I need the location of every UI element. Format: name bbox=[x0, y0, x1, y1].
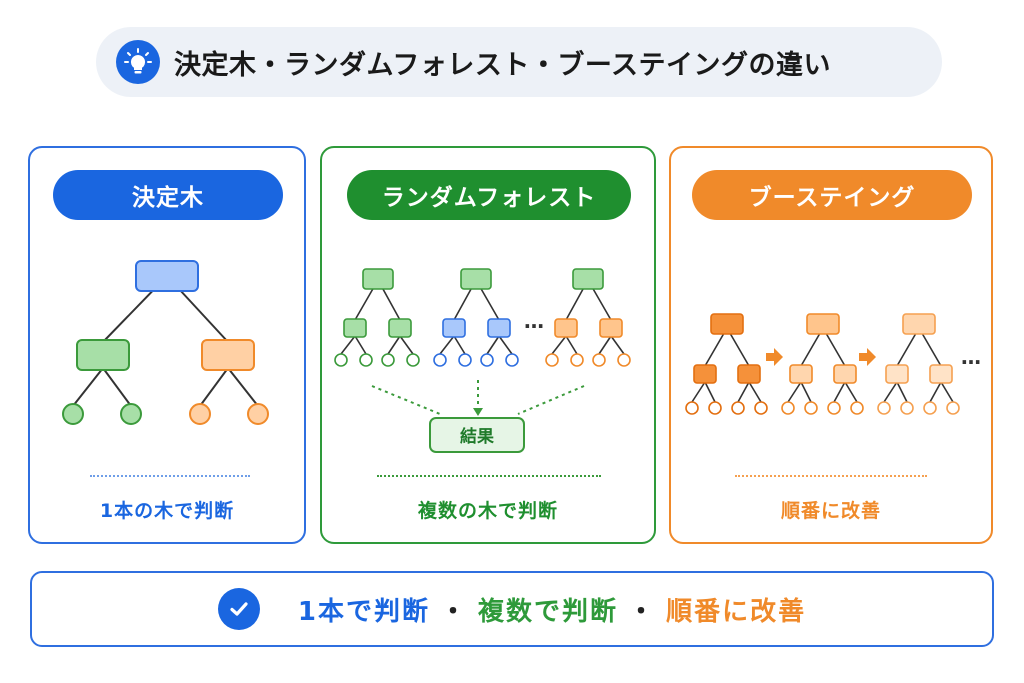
tree-edge bbox=[72, 367, 104, 407]
summary-single-tree: 1本で判断 bbox=[297, 596, 431, 627]
tree-edge bbox=[227, 367, 259, 407]
ellipsis: … bbox=[524, 309, 544, 333]
root-node bbox=[806, 313, 840, 335]
branch-node bbox=[487, 318, 511, 338]
divider bbox=[90, 475, 250, 477]
tree-edge bbox=[102, 367, 132, 407]
branch-node bbox=[789, 364, 813, 384]
lightbulb-icon bbox=[116, 40, 160, 84]
branch-node bbox=[599, 318, 623, 338]
boosting-diagram: … bbox=[685, 313, 981, 415]
branch-node bbox=[737, 364, 761, 384]
root-node bbox=[572, 268, 604, 290]
random-forest-diagram: … 結果 bbox=[334, 268, 631, 453]
branch-node bbox=[76, 339, 130, 371]
leaf-node bbox=[247, 403, 269, 425]
summary-separator: ・ bbox=[628, 596, 657, 627]
branch-node bbox=[833, 364, 857, 384]
boosting-panel: ブーステイング bbox=[669, 146, 993, 544]
page-title: 決定木・ランダムフォレスト・ブーステイングの違い bbox=[174, 49, 832, 81]
summary-bar: 1本で判断・複数で判断・順番に改善 bbox=[30, 571, 994, 647]
branch-node bbox=[693, 364, 717, 384]
root-node bbox=[902, 313, 936, 335]
result-label: 結果 bbox=[460, 426, 494, 447]
leaf-node bbox=[62, 403, 84, 425]
branch-node bbox=[554, 318, 578, 338]
boosting-label: ブーステイング bbox=[692, 170, 972, 220]
arrow-down-icon bbox=[473, 408, 483, 416]
branch-node bbox=[442, 318, 466, 338]
random-forest-caption: 複数の木で判断 bbox=[417, 500, 558, 522]
branch-node bbox=[343, 318, 367, 338]
tree-edge bbox=[199, 367, 229, 407]
leaf-node bbox=[189, 403, 211, 425]
decision-tree-panel: 決定木 1本の木で判断 bbox=[28, 146, 306, 544]
ellipsis: … bbox=[961, 345, 981, 369]
decision-tree-diagram bbox=[62, 260, 269, 425]
summary-separator: ・ bbox=[440, 596, 469, 627]
branch-node bbox=[388, 318, 412, 338]
branch-node bbox=[929, 364, 953, 384]
random-forest-label: ランダムフォレスト bbox=[347, 170, 631, 220]
summary-multiple-trees: 複数で判断 bbox=[478, 596, 619, 627]
arrow-right-icon bbox=[859, 348, 876, 366]
decision-tree-label: 決定木 bbox=[53, 170, 283, 220]
summary-sequential: 順番に改善 bbox=[666, 596, 807, 627]
leaf-node bbox=[120, 403, 142, 425]
check-circle-icon bbox=[217, 588, 260, 630]
root-node bbox=[362, 268, 394, 290]
decision-tree-caption: 1本の木で判断 bbox=[99, 500, 235, 522]
boosting-caption: 順番に改善 bbox=[780, 500, 881, 522]
divider bbox=[377, 475, 601, 477]
divider bbox=[735, 475, 927, 477]
root-node bbox=[135, 260, 199, 292]
random-forest-panel: ランダムフォレスト bbox=[320, 146, 656, 544]
arrow-right-icon bbox=[766, 348, 783, 366]
title-banner: 決定木・ランダムフォレスト・ブーステイングの違い bbox=[96, 27, 942, 97]
root-node bbox=[460, 268, 492, 290]
branch-node bbox=[201, 339, 255, 371]
branch-node bbox=[885, 364, 909, 384]
summary-text: 1本で判断・複数で判断・順番に改善 bbox=[298, 591, 806, 628]
result-box bbox=[429, 417, 525, 453]
root-node bbox=[710, 313, 744, 335]
